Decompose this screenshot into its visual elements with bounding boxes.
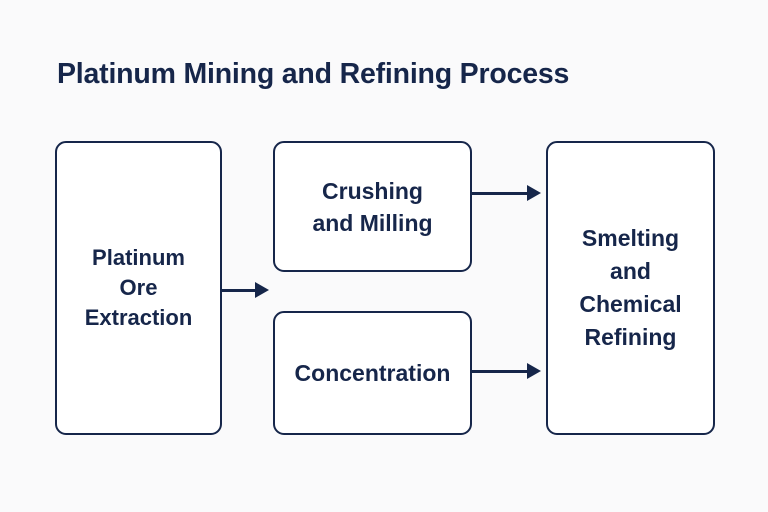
- arrow-stem: [471, 369, 527, 373]
- node-label: Platinum Ore Extraction: [84, 245, 193, 330]
- arrow-head-icon: [255, 282, 269, 298]
- page-title: Platinum Mining and Refining Process: [57, 58, 570, 90]
- node-platinum-ore-extraction[interactable]: Platinum Ore Extraction: [55, 141, 222, 435]
- node-label: Smelting and Chemical Refining: [579, 225, 682, 350]
- node-concentration[interactable]: Concentration: [273, 311, 472, 435]
- arrow-ore-extraction-to-stage-two: [221, 281, 269, 299]
- arrow-stem: [221, 288, 255, 292]
- node-crushing-and-milling[interactable]: Crushing and Milling: [273, 141, 472, 272]
- node-label: Concentration: [294, 360, 451, 386]
- arrow-head-icon: [527, 363, 541, 379]
- arrow-crushing-milling-to-smelting-refining: [471, 184, 541, 202]
- node-smelting-and-chemical-refining[interactable]: Smelting and Chemical Refining: [546, 141, 715, 435]
- arrow-stem: [471, 191, 527, 195]
- arrow-concentration-to-smelting-refining: [471, 362, 541, 380]
- node-label: Crushing and Milling: [312, 177, 433, 236]
- arrow-head-icon: [527, 185, 541, 201]
